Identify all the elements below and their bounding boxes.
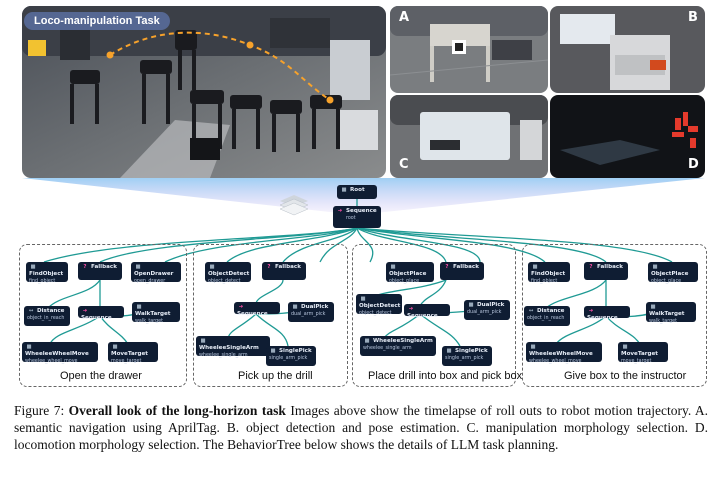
node-fallback: ?Fallback (78, 262, 122, 280)
caption-body: Images above show the timelapse of roll … (14, 403, 709, 452)
node-fallback: ?Fallback (584, 262, 628, 280)
node-icon: ■ (622, 344, 628, 350)
panel-title: Give box to the instructor (564, 370, 687, 382)
sequence-arrow-icon: ➜ (337, 208, 343, 214)
caption-prefix: Figure 7: (14, 403, 65, 418)
fallback-question-icon: ? (589, 264, 593, 270)
node-icon: ■ (26, 344, 32, 350)
node-icon: ■ (652, 264, 658, 270)
node-sequence: ➜Sequence (78, 306, 124, 321)
fallback-question-icon: ? (83, 264, 87, 270)
node-icon: ■ (112, 344, 118, 350)
node-icon: ■ (360, 296, 366, 302)
node-sequence: ➜Sequence (584, 306, 630, 321)
node-icon: ■ (292, 304, 298, 310)
node-sequence: ➜Sequence (404, 304, 450, 319)
sequence-arrow-icon: ➜ (408, 306, 414, 312)
photo-strip (22, 6, 705, 216)
node-icon: ■ (446, 348, 452, 354)
root-icon: ■ (341, 187, 347, 193)
panel-open-drawer (19, 244, 187, 387)
panel-pick-up-drill (193, 244, 348, 387)
panel-title: Place drill into box and pick box (368, 370, 523, 382)
tree-edges (43, 198, 673, 347)
photo-c (390, 95, 548, 178)
photo-a-label: A (399, 10, 410, 25)
panel-give-box (522, 244, 707, 387)
node-icon: ■ (530, 344, 536, 350)
root-node: ■Root (337, 185, 377, 199)
node-icon: ■ (136, 304, 142, 310)
sequence-arrow-icon: ➜ (82, 308, 88, 314)
figure-caption: Figure 7: Overall look of the long-horiz… (14, 402, 708, 453)
panel-place-drill (352, 244, 516, 387)
stack-icon (279, 195, 309, 216)
panel-title: Pick up the drill (238, 370, 313, 382)
node-icon: ■ (209, 264, 215, 270)
photo-d-label: D (688, 157, 699, 172)
node-sequence: ➜Sequence (234, 302, 280, 317)
photo-c-label: C (399, 157, 409, 172)
main-photo (22, 6, 386, 178)
node-icon: ■ (270, 348, 276, 354)
node-fallback: ?Fallback (262, 262, 306, 280)
node-icon: ■ (30, 264, 36, 270)
sequence-arrow-icon: ➜ (588, 308, 594, 314)
fallback-question-icon: ? (267, 264, 271, 270)
node-icon: ■ (532, 264, 538, 270)
photo-b (550, 6, 705, 93)
task-title-badge: Loco-manipulation Task (24, 12, 170, 30)
photo-a (389, 6, 549, 93)
photo-b-label: B (688, 10, 698, 25)
node-icon: ■ (390, 264, 396, 270)
panel-title: Open the drawer (60, 370, 142, 382)
node-icon: ■ (364, 338, 370, 344)
distance-arrows-icon: ↔ (528, 308, 534, 314)
node-fallback: ?Fallback (440, 262, 484, 280)
fallback-question-icon: ? (445, 264, 449, 270)
distance-arrows-icon: ↔ (28, 308, 34, 314)
node-icon: ■ (650, 304, 656, 310)
caption-bold-title: Overall look of the long-horizon task (68, 403, 286, 418)
sequence-arrow-icon: ➜ (238, 304, 244, 310)
photo-d (550, 95, 705, 178)
node-icon: ■ (135, 264, 141, 270)
node-icon: ■ (468, 302, 474, 308)
node-icon: ■ (200, 338, 206, 344)
